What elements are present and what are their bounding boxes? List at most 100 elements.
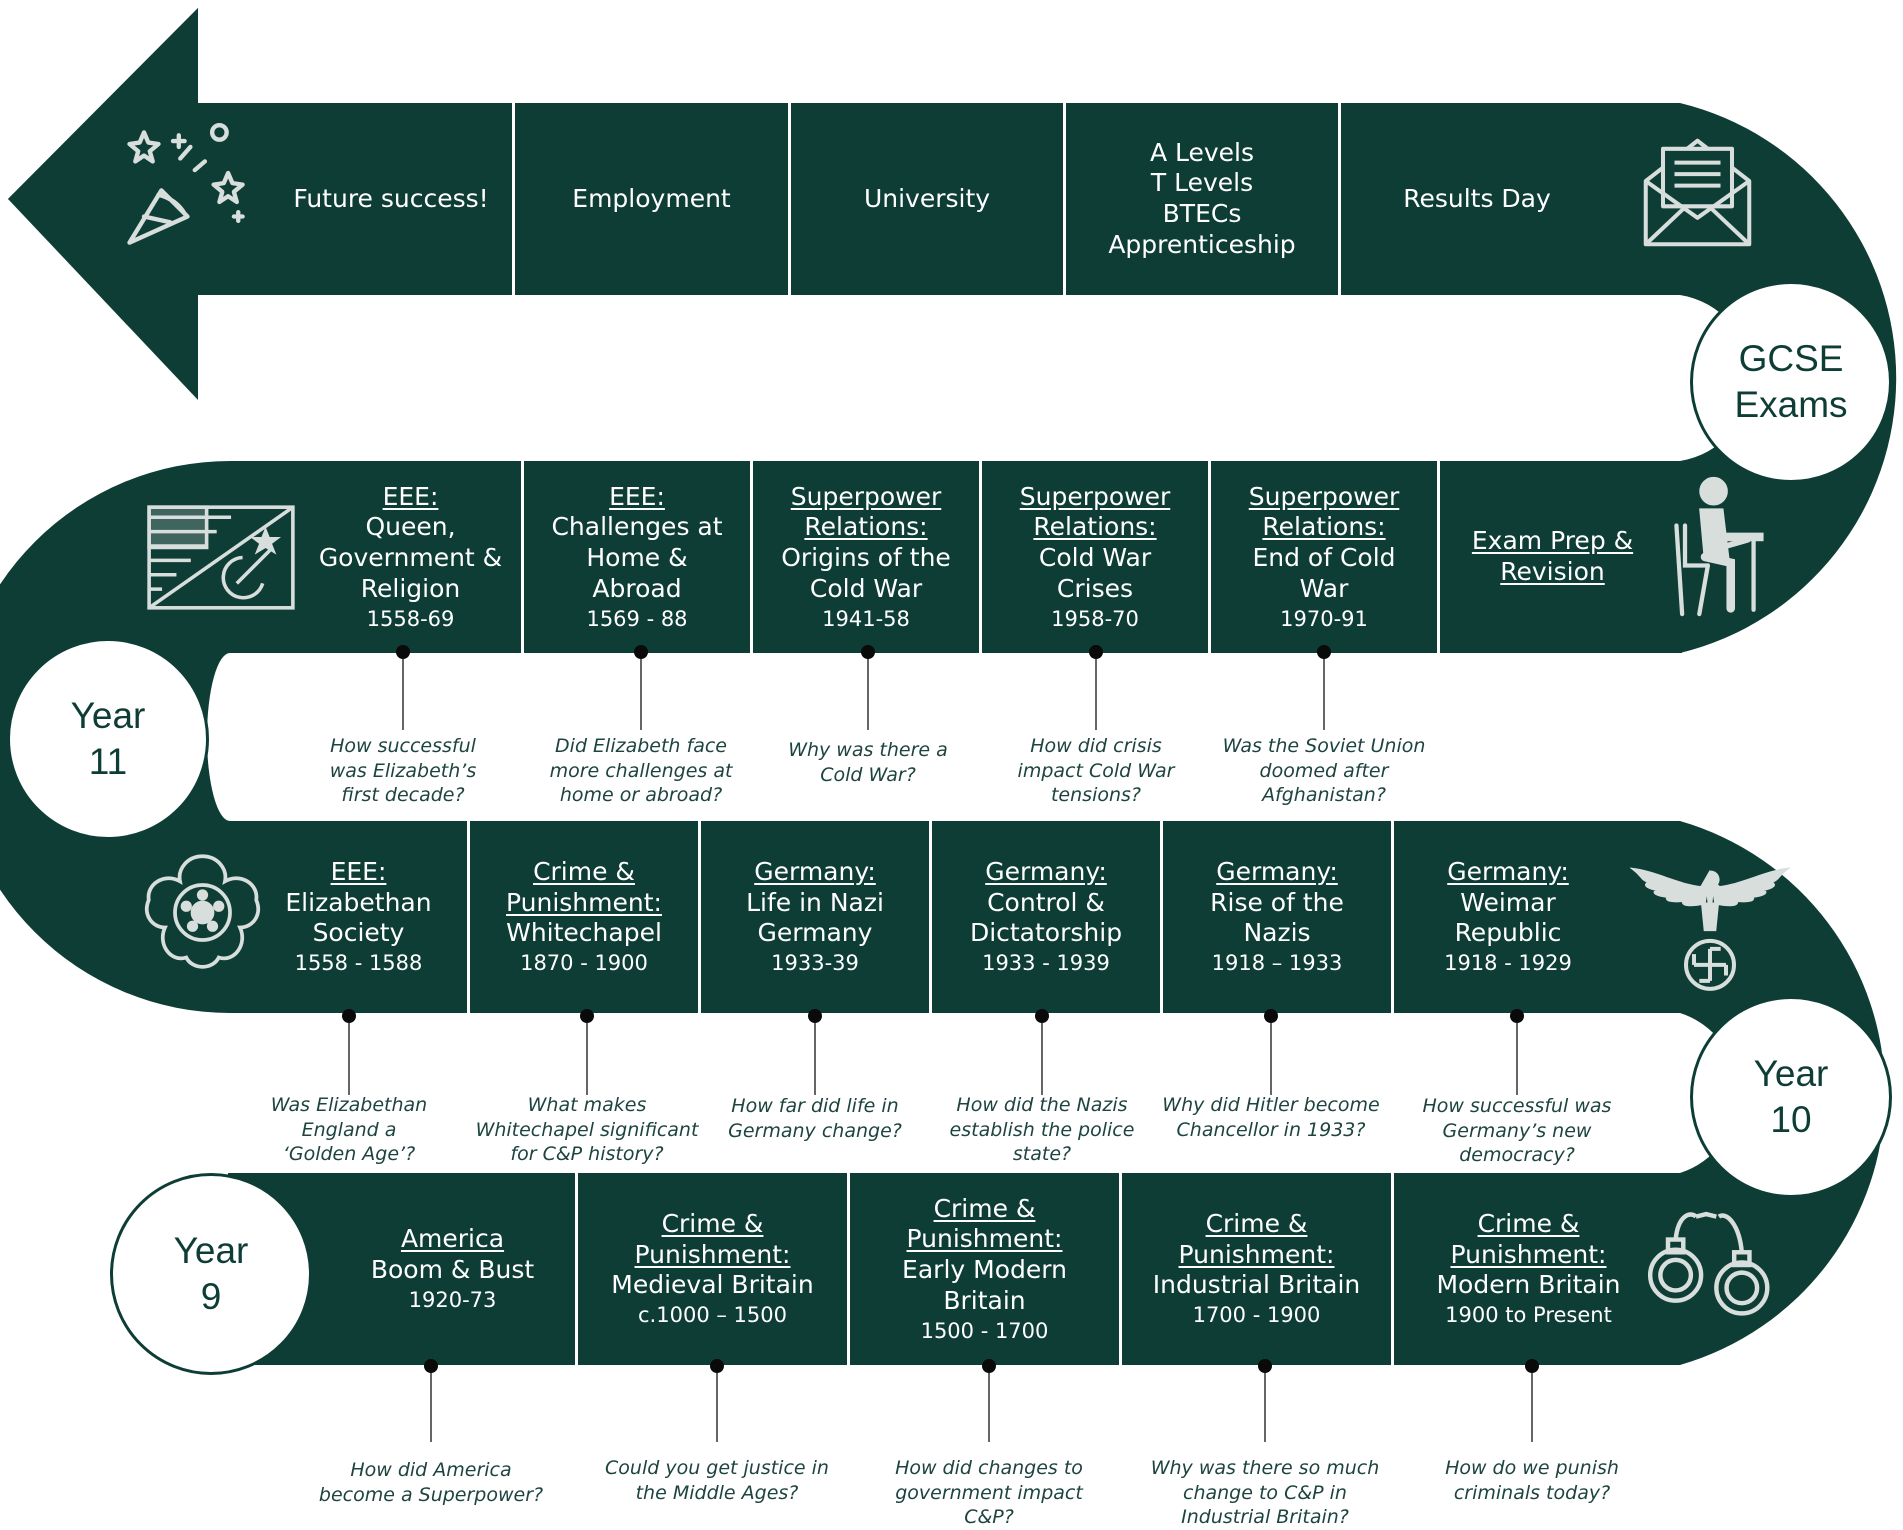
unit-subtitle: Challenges at Home & Abroad	[551, 512, 723, 603]
separator	[929, 821, 932, 1013]
unit-subtitle: Life in Nazi Germany	[746, 887, 884, 948]
unit-title: Germany:	[754, 856, 876, 886]
separator	[521, 461, 524, 653]
pin	[982, 1359, 996, 1442]
unit-title: Crime & Punishment:	[906, 1193, 1063, 1254]
unit-germany-rise: Germany: Rise of the Nazis 1918 – 1933	[1163, 821, 1391, 1013]
student-at-desk-icon	[1674, 476, 1764, 617]
stage-label: University	[863, 183, 991, 213]
separator	[1437, 461, 1440, 653]
tudor-rose-icon	[145, 854, 260, 969]
unit-exam-prep: Exam Prep & Revision	[1440, 461, 1665, 653]
stage-employment: Employment	[515, 103, 788, 295]
unit-subtitle: End of Cold War	[1252, 543, 1396, 603]
unit-cp-early-modern: Crime & Punishment: Early Modern Britain…	[850, 1173, 1119, 1365]
unit-dates: c.1000 – 1500	[638, 1303, 787, 1328]
separator	[979, 461, 982, 653]
unit-subtitle: Elizabethan Society	[285, 887, 432, 948]
party-popper-icon	[127, 122, 245, 245]
unit-dates: 1870 - 1900	[520, 951, 648, 976]
separator	[750, 461, 753, 653]
unit-subtitle: Modern Britain	[1436, 1270, 1621, 1300]
stage-label: Future success!	[293, 183, 489, 213]
envelope-letter-icon	[1643, 138, 1752, 247]
unit-subtitle: Boom & Bust	[370, 1255, 535, 1285]
unit-subtitle: Early Modern Britain	[902, 1255, 1067, 1315]
key-question: How far did life in Germany change?	[728, 1095, 902, 1142]
pin	[710, 1359, 724, 1442]
key-question: Was Elizabethan England a ‘Golden Age’?	[270, 1094, 428, 1166]
unit-dates: 1918 – 1933	[1211, 951, 1343, 976]
unit-dates: 1558 - 1588	[294, 951, 423, 976]
unit-subtitle: Medieval Britain	[611, 1270, 814, 1300]
key-question: How successful was Germany’s new democra…	[1422, 1095, 1612, 1167]
milestone-year-9: Year 9	[110, 1173, 312, 1375]
separator	[698, 821, 701, 1013]
pin	[808, 1009, 822, 1095]
key-question: Did Elizabeth face more challenges at ho…	[549, 735, 733, 807]
unit-germany-life: Germany: Life in Nazi Germany 1933-39	[701, 821, 929, 1013]
unit-subtitle: Whitechapel	[506, 918, 662, 948]
key-question: How did changes to government impact C&P…	[895, 1457, 1083, 1529]
stage-label: A Levels T Levels BTECs Apprenticeship	[1108, 137, 1296, 259]
unit-title: Superpower Relations:	[790, 481, 942, 542]
unit-dates: 1918 - 1929	[1444, 951, 1572, 976]
key-question: Why was there a Cold War?	[788, 739, 948, 786]
unit-dates: 1900 to Present	[1445, 1303, 1612, 1328]
separator	[467, 821, 470, 1013]
unit-cp-modern: Crime & Punishment: Modern Britain 1900 …	[1394, 1173, 1663, 1365]
separator	[512, 103, 515, 295]
separator	[788, 103, 791, 295]
key-question: Why was there so much change to C&P in I…	[1150, 1457, 1380, 1529]
unit-dates: 1500 - 1700	[920, 1318, 1049, 1343]
unit-dates: 1558-69	[366, 606, 455, 631]
unit-america: America Boom & Bust 1920-73	[330, 1173, 575, 1365]
eagle-emblem-icon	[1630, 867, 1790, 991]
unit-subtitle: Weimar Republic	[1454, 887, 1562, 948]
separator	[575, 1173, 578, 1365]
unit-cp-industrial: Crime & Punishment: Industrial Britain 1…	[1122, 1173, 1391, 1365]
unit-title: Crime & Punishment:	[634, 1208, 791, 1269]
unit-title: Germany:	[1216, 856, 1338, 886]
pin	[396, 645, 410, 730]
pin	[1525, 1359, 1539, 1442]
handcuffs-icon	[1647, 1211, 1770, 1316]
unit-dates: 1700 - 1900	[1192, 1303, 1321, 1328]
key-question: Was the Soviet Union doomed after Afghan…	[1222, 735, 1426, 807]
unit-subtitle: Rise of the Nazis	[1210, 887, 1344, 948]
unit-dates: 1941-58	[822, 606, 910, 631]
flags-usa-ussr-icon	[147, 505, 295, 610]
separator	[1063, 103, 1066, 295]
unit-eee-challenges: EEE: Challenges at Home & Abroad 1569 - …	[524, 461, 750, 653]
key-question: How did America become a Superpower?	[318, 1459, 544, 1506]
milestone-year-10: Year 10	[1690, 996, 1892, 1198]
pin	[861, 645, 875, 730]
separator	[1160, 821, 1163, 1013]
stage-university: University	[791, 103, 1063, 295]
unit-superpower-origins: Superpower Relations: Origins of the Col…	[753, 461, 979, 653]
unit-germany-weimar: Germany: Weimar Republic 1918 - 1929	[1394, 821, 1622, 1013]
unit-title: EEE:	[330, 856, 387, 886]
unit-title: Germany:	[1447, 856, 1569, 886]
unit-germany-control: Germany: Control & Dictatorship 1933 - 1…	[932, 821, 1160, 1013]
key-question: How did crisis impact Cold War tensions?	[1017, 735, 1175, 807]
stage-future-success: Future success!	[270, 103, 512, 295]
unit-dates: 1933-39	[771, 951, 859, 976]
key-question: How successful was Elizabeth’s first dec…	[329, 735, 477, 807]
unit-title: Crime & Punishment:	[506, 856, 662, 917]
unit-superpower-crises: Superpower Relations: Cold War Crises 19…	[982, 461, 1208, 653]
unit-dates: 1970-91	[1280, 606, 1368, 631]
separator	[1391, 821, 1394, 1013]
unit-subtitle: Queen, Government & Religion	[318, 512, 503, 603]
key-question: How do we punish criminals today?	[1445, 1457, 1619, 1504]
unit-title: Superpower Relations:	[1019, 481, 1171, 542]
milestone-year-11: Year 11	[7, 638, 209, 840]
unit-cp-medieval: Crime & Punishment: Medieval Britain c.1…	[578, 1173, 847, 1365]
pin	[580, 1009, 594, 1095]
pin	[1089, 645, 1103, 730]
pin	[424, 1359, 438, 1442]
separator	[1391, 1173, 1394, 1365]
unit-title: Exam Prep & Revision	[1471, 526, 1634, 586]
unit-title: Superpower Relations:	[1248, 481, 1400, 542]
